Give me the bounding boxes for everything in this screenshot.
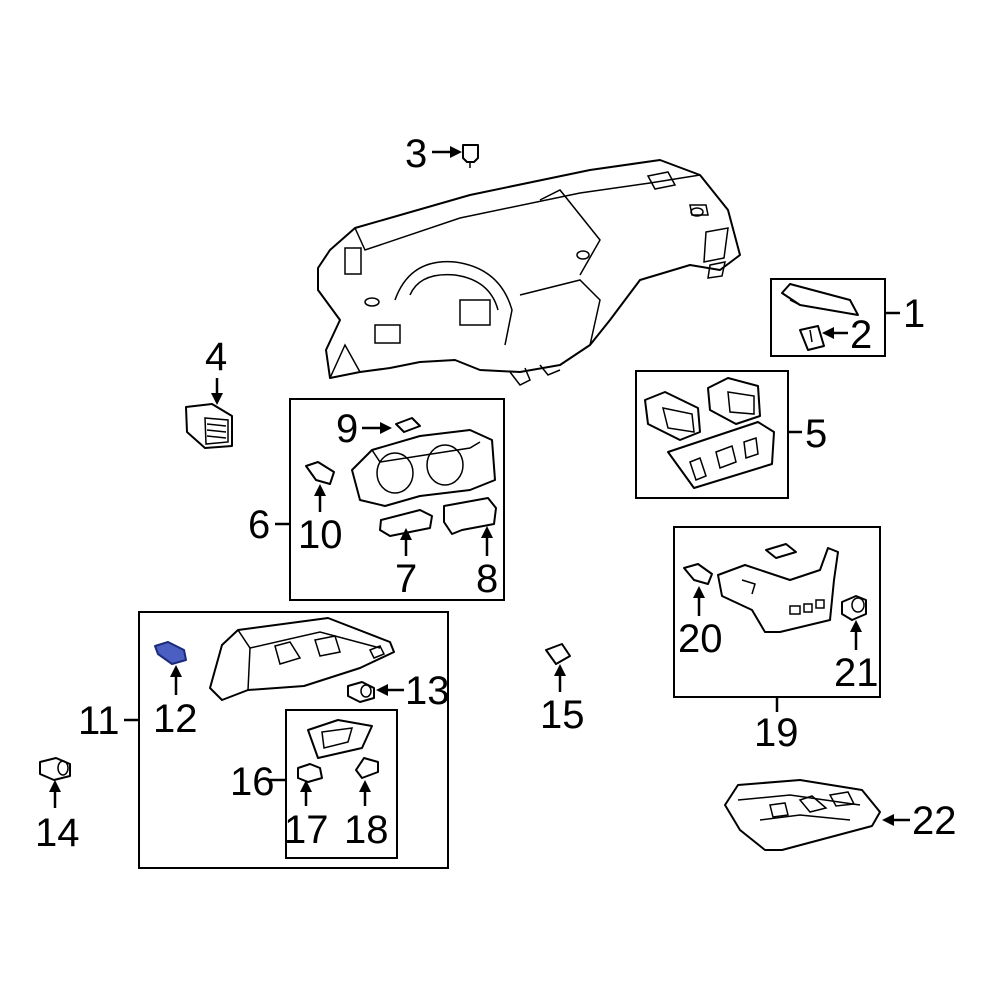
part-5-vent-assembly[interactable]: [644, 377, 775, 489]
label-1: 1: [903, 292, 925, 336]
part-4-vent[interactable]: [185, 403, 233, 449]
label-19: 19: [754, 711, 799, 755]
part-14-clip[interactable]: [39, 757, 71, 781]
label-11: 11: [78, 699, 120, 743]
group-box-5: [635, 370, 789, 499]
label-5: 5: [805, 412, 827, 456]
group-box-16-sub: [285, 709, 398, 859]
part-1-cover[interactable]: [781, 283, 859, 316]
group-box-1: [770, 278, 886, 357]
label-18: 18: [344, 808, 389, 852]
label-7: 7: [395, 557, 417, 601]
group-box-11: [138, 611, 449, 869]
label-9: 9: [336, 407, 358, 451]
group-box-6: [289, 398, 505, 601]
label-12: 12: [153, 697, 198, 741]
label-8: 8: [476, 557, 498, 601]
label-17: 17: [284, 808, 329, 852]
label-2: 2: [850, 313, 872, 357]
part-21-clip[interactable]: [841, 595, 867, 621]
label-22: 22: [912, 799, 957, 843]
part-12-clip[interactable]: [154, 641, 187, 665]
part-20-clip[interactable]: [683, 563, 713, 585]
label-14: 14: [35, 811, 80, 855]
cluster-bezel[interactable]: [351, 429, 496, 507]
lower-panel[interactable]: [209, 617, 395, 701]
instrument-panel[interactable]: [317, 159, 741, 386]
glove-box-bin[interactable]: [307, 719, 373, 759]
part-17-clip[interactable]: [297, 763, 323, 783]
leaders: [49, 146, 910, 826]
label-16: 16: [230, 760, 275, 804]
part-8-panel[interactable]: [443, 497, 497, 535]
part-18-clip[interactable]: [355, 757, 379, 779]
label-10: 10: [298, 513, 343, 557]
part-22-bracket[interactable]: [724, 779, 881, 851]
part-15-clip[interactable]: [545, 643, 571, 665]
part-2-bracket[interactable]: [799, 325, 825, 351]
part-10-clip[interactable]: [305, 461, 335, 485]
part-labels: 1 2 3 4 5 6 7 8 9 10 11 12 13 14 15 16 1…: [35, 132, 957, 855]
part-7-panel[interactable]: [379, 509, 433, 537]
console-bracket[interactable]: [717, 543, 839, 633]
part-13-clip[interactable]: [347, 681, 375, 703]
part-3-clip[interactable]: [462, 144, 479, 168]
label-4: 4: [205, 335, 227, 379]
label-21: 21: [834, 651, 879, 695]
label-13: 13: [405, 669, 450, 713]
label-15: 15: [540, 693, 585, 737]
label-6: 6: [248, 503, 270, 547]
part-9-clip[interactable]: [395, 417, 421, 433]
label-20: 20: [678, 617, 723, 661]
label-3: 3: [405, 132, 427, 176]
